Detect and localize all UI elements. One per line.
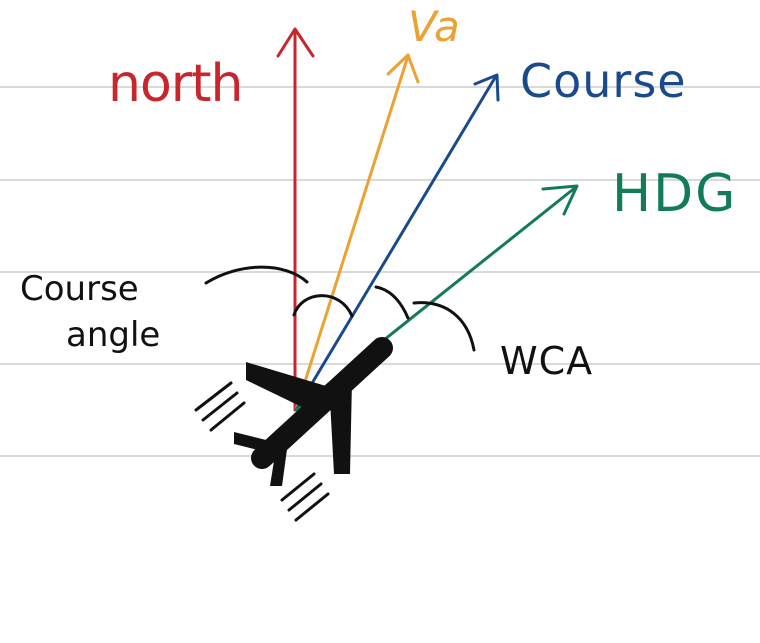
wca-label: WCA — [500, 339, 594, 383]
north-arrowhead-icon — [276, 27, 315, 58]
angle-annotations — [204, 265, 476, 352]
course-angle-arc — [292, 294, 354, 318]
va-label: Va — [408, 2, 460, 51]
va-arrowhead-icon — [386, 53, 420, 84]
hdg-arrowhead-icon — [541, 184, 579, 216]
wca-leader — [412, 301, 476, 352]
course-arrowhead-icon — [473, 73, 500, 102]
wca-arc — [374, 285, 410, 320]
airplane-icon — [194, 337, 393, 522]
north-label: north — [108, 54, 243, 114]
course-angle-leader — [204, 265, 309, 285]
course-angle-label: Course angle — [20, 266, 160, 358]
course-angle-label-line2: angle — [66, 315, 161, 355]
course-label: Course — [520, 54, 687, 108]
course-angle-label-line1: Course — [20, 269, 139, 309]
hdg-label: HDG — [612, 164, 738, 224]
north-vector — [276, 27, 315, 412]
course-vector — [294, 73, 500, 412]
va-vector — [294, 53, 420, 412]
